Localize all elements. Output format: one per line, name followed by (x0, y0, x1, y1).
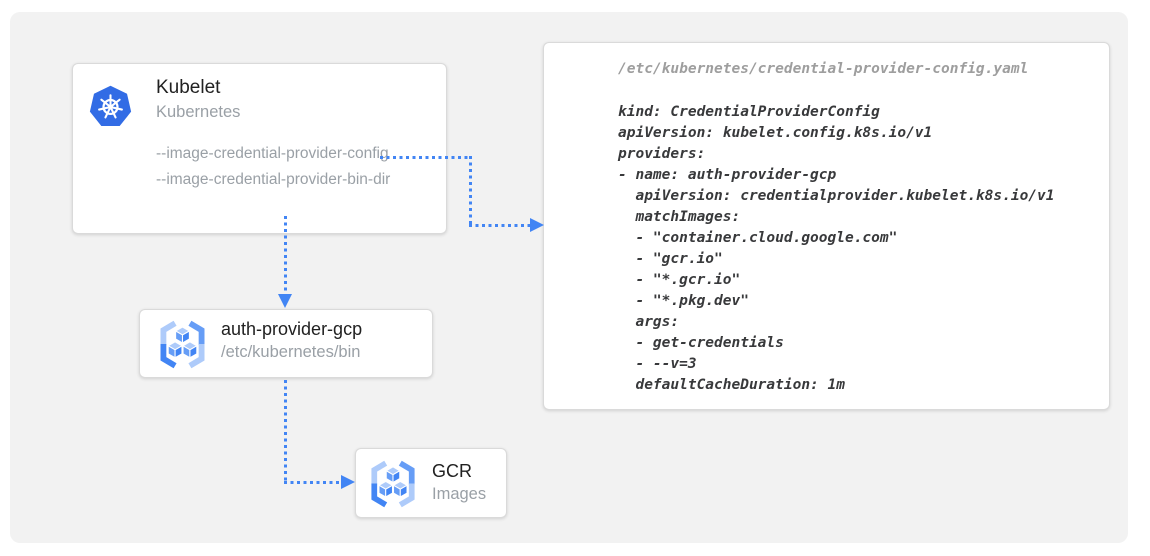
kubernetes-icon (88, 84, 133, 129)
auth-provider-gcp-card: auth-provider-gcp /etc/kubernetes/bin (139, 309, 433, 378)
flag-image-credential-provider-config: --image-credential-provider-config (156, 145, 389, 162)
config-yaml-code: kind: CredentialProviderConfig apiVersio… (618, 104, 1055, 393)
arrowhead-right-icon (341, 475, 355, 489)
kubelet-card: Kubelet Kubernetes --image-credential-pr… (72, 63, 447, 234)
gcr-subtitle: Images (432, 485, 487, 503)
gcr-icon (156, 318, 209, 371)
kubelet-title: Kubelet (156, 77, 221, 98)
gcr-icon (367, 458, 419, 510)
auth-provider-subtitle: /etc/kubernetes/bin (221, 343, 361, 361)
credential-provider-config-card: /etc/kubernetes/credential-provider-conf… (543, 42, 1110, 410)
gcr-title: GCR (432, 461, 472, 481)
arrowhead-down-icon (278, 294, 292, 308)
kubelet-subtitle: Kubernetes (156, 103, 241, 121)
kubelet-flags: --image-credential-provider-config --ima… (156, 141, 390, 193)
gcr-images-card: GCR Images (355, 448, 507, 518)
config-file-path: /etc/kubernetes/credential-provider-conf… (618, 61, 1029, 77)
auth-provider-title: auth-provider-gcp (221, 319, 363, 339)
flag-image-credential-provider-bin-dir: --image-credential-provider-bin-dir (156, 171, 391, 188)
arrowhead-right-icon (530, 218, 544, 232)
